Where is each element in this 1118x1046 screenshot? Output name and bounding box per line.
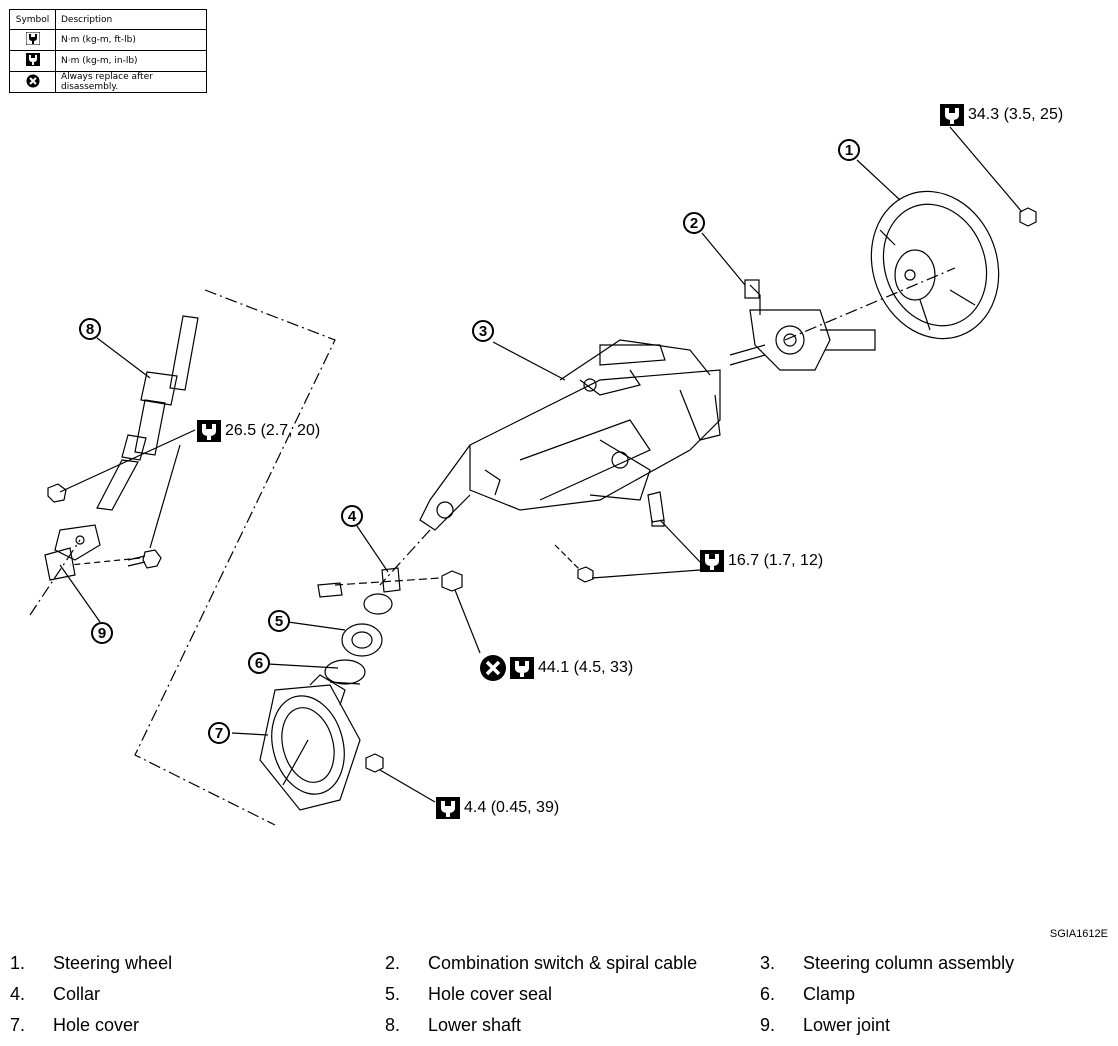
symbol-legend-table: Symbol Description N·m (kg-m, ft-lb) N·m… xyxy=(9,9,207,93)
leader-2 xyxy=(701,232,746,286)
part-name: Combination switch & spiral cable xyxy=(428,953,698,973)
torque-spec-steering-wheel: 34.3 (3.5, 25) xyxy=(940,104,1063,126)
leader-1 xyxy=(856,159,901,201)
callout-1: 1 xyxy=(838,139,860,161)
leader-4 xyxy=(356,525,389,573)
wrench-icon xyxy=(197,420,221,442)
part-name: Steering column assembly xyxy=(803,953,1015,973)
part-name: Lower shaft xyxy=(428,1015,522,1035)
part-number: 3. xyxy=(760,953,776,973)
steering-wheel-drawing xyxy=(870,190,1000,340)
torque-spec-lower-shaft: 26.5 (2.7, 20) xyxy=(197,420,320,442)
part-name: Clamp xyxy=(803,984,856,1004)
torque-spec-hole-cover: 4.4 (0.45, 39) xyxy=(436,797,559,819)
callout-8: 8 xyxy=(79,318,101,340)
wrench-icon xyxy=(700,550,724,572)
part-name: Lower joint xyxy=(803,1015,891,1035)
list-item: 2. Combination switch & spiral cable xyxy=(385,953,697,974)
legend-row-description: Always replace after disassembly. xyxy=(55,71,207,93)
leader-9 xyxy=(59,564,101,623)
wrench-inlb-icon xyxy=(25,53,40,66)
callout-7: 7 xyxy=(208,722,230,744)
torque-value: 26.5 (2.7, 20) xyxy=(225,422,321,439)
part-number: 6. xyxy=(760,984,776,1004)
list-item: 4. Collar xyxy=(10,984,100,1005)
torque-spec-column: 16.7 (1.7, 12) xyxy=(700,550,823,572)
callout-9: 9 xyxy=(91,622,113,644)
callout-3: 3 xyxy=(472,320,494,342)
list-item: 1. Steering wheel xyxy=(10,953,172,974)
part-name: Hole cover xyxy=(53,1015,140,1035)
leader-7 xyxy=(231,732,269,736)
callout-6: 6 xyxy=(248,652,270,674)
part-name: Steering wheel xyxy=(53,953,173,973)
lower-shaft-frame xyxy=(134,289,336,826)
part-name: Hole cover seal xyxy=(428,984,553,1004)
list-item: 3. Steering column assembly xyxy=(760,953,1014,974)
torque-value: 34.3 (3.5, 25) xyxy=(968,106,1064,123)
list-item: 5. Hole cover seal xyxy=(385,984,552,1005)
part-number: 9. xyxy=(760,1015,776,1035)
replace-icon xyxy=(480,655,506,681)
callout-4: 4 xyxy=(341,505,363,527)
list-item: 8. Lower shaft xyxy=(385,1015,521,1036)
torque-spec-collar-nut: 44.1 (4.5, 33) xyxy=(480,655,633,681)
callout-5: 5 xyxy=(268,610,290,632)
combination-switch-drawing xyxy=(729,279,876,371)
list-item: 9. Lower joint xyxy=(760,1015,890,1036)
lower-joint-drawing xyxy=(44,524,101,581)
leader-6 xyxy=(267,663,339,669)
callout-2: 2 xyxy=(683,212,705,234)
part-number: 7. xyxy=(10,1015,26,1035)
part-name: Collar xyxy=(53,984,101,1004)
torque-value: 16.7 (1.7, 12) xyxy=(728,552,824,569)
part-number: 5. xyxy=(385,984,401,1004)
wrench-icon xyxy=(510,657,534,679)
torque-value: 4.4 (0.45, 39) xyxy=(464,799,560,816)
list-item: 6. Clamp xyxy=(760,984,855,1005)
replace-icon xyxy=(26,74,39,87)
steering-column-drawing xyxy=(419,339,721,531)
hole-cover-drawing xyxy=(259,674,361,811)
leader-3 xyxy=(492,341,566,381)
leader-5 xyxy=(287,621,346,631)
lower-shaft-drawing xyxy=(96,315,199,511)
part-number: 4. xyxy=(10,984,26,1004)
wrench-icon xyxy=(436,797,460,819)
part-number: 2. xyxy=(385,953,401,973)
list-item: 7. Hole cover xyxy=(10,1015,139,1036)
leader-8 xyxy=(96,337,151,379)
figure-code: SGIA1612E xyxy=(1049,928,1108,940)
part-number: 8. xyxy=(385,1015,401,1035)
part-number: 1. xyxy=(10,953,26,973)
wrench-icon xyxy=(940,104,964,126)
torque-value: 44.1 (4.5, 33) xyxy=(538,659,634,676)
